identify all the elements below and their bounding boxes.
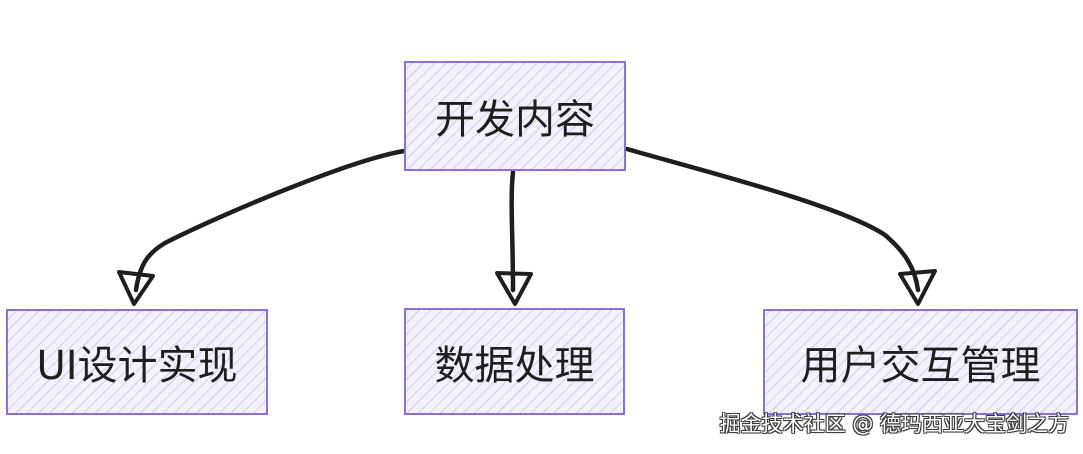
node-user-interaction[interactable]: 用户交互管理: [763, 309, 1078, 415]
arrowhead-ux: [898, 269, 937, 306]
arrowhead-ui: [117, 270, 155, 306]
node-data-processing[interactable]: 数据处理: [404, 308, 625, 415]
node-ui-design[interactable]: UI设计实现: [6, 309, 268, 415]
arrowhead-data: [495, 271, 533, 306]
edge-root-to-ui: [133, 148, 407, 293]
node-data-processing-label: 数据处理: [434, 342, 595, 389]
node-root-label: 开发内容: [435, 97, 595, 143]
node-ui-design-label: UI设计实现: [36, 343, 238, 389]
edge-root-to-ux: [624, 146, 921, 293]
watermark-text: 掘金技术社区 @ 德玛西亚大宝剑之方: [719, 412, 1069, 436]
node-user-interaction-label: 用户交互管理: [800, 343, 1041, 389]
node-root[interactable]: 开发内容: [404, 61, 626, 171]
